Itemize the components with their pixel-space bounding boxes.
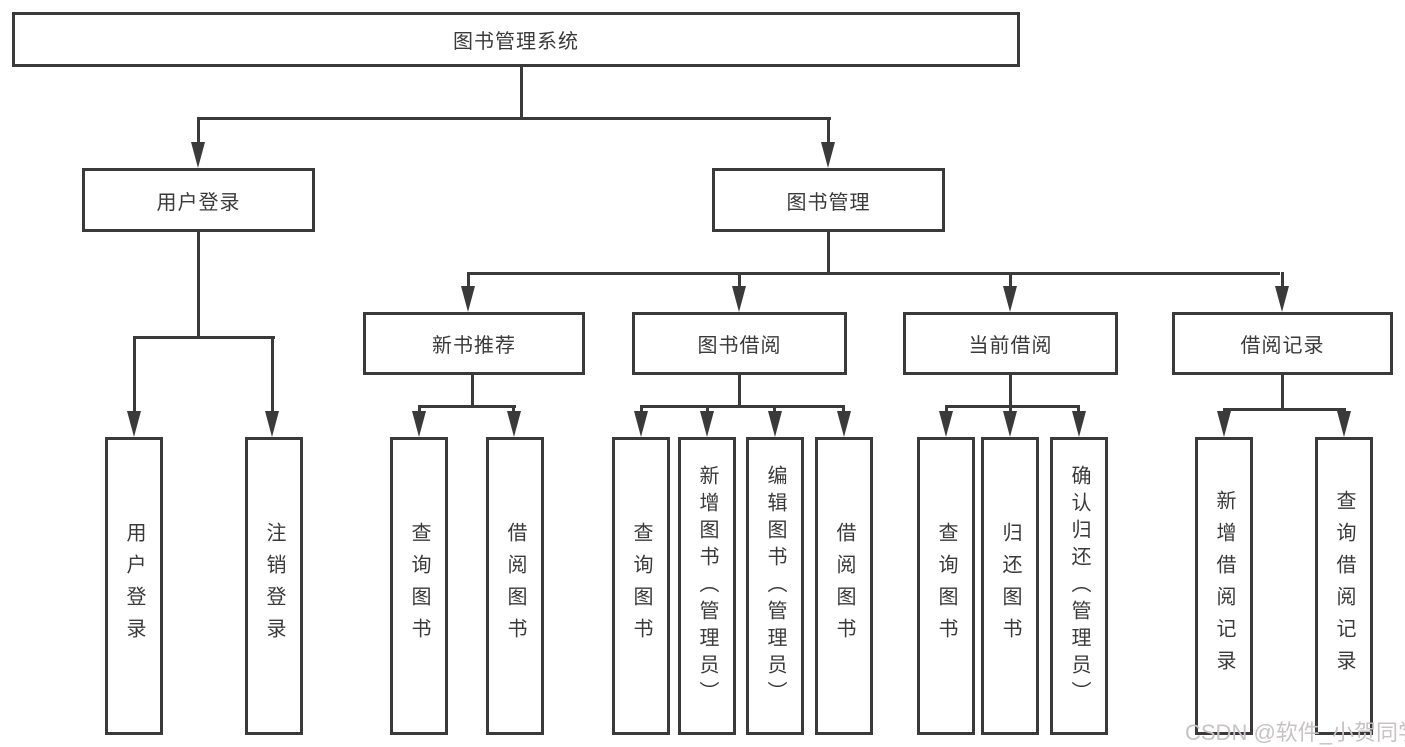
arrow-down-icon xyxy=(461,286,475,312)
node-leaf-logout-label: 注销登录 xyxy=(263,522,285,650)
node-leaf-query-books-current-label: 查询图书 xyxy=(935,522,957,650)
connector-line xyxy=(197,232,200,336)
arrow-down-icon xyxy=(732,286,746,312)
connector-line xyxy=(520,67,523,118)
node-leaf-add-books-admin-label: 新增图书（管理员） xyxy=(696,464,718,708)
node-user-login-label: 用户登录 xyxy=(156,191,241,214)
node-book-borrowing: 图书借阅 xyxy=(632,312,847,375)
connector-line xyxy=(1281,375,1284,408)
arrow-down-icon xyxy=(634,411,648,437)
connector-line xyxy=(467,272,1280,275)
arrow-down-icon xyxy=(191,142,205,168)
arrow-down-icon xyxy=(1337,411,1351,437)
arrow-down-icon xyxy=(1072,411,1086,437)
node-user-login: 用户登录 xyxy=(82,168,315,232)
node-leaf-user-login-label: 用户登录 xyxy=(123,522,145,650)
connector-line xyxy=(738,272,741,288)
connector-line xyxy=(133,336,275,339)
connector-line xyxy=(1223,408,1345,411)
node-root-label: 图书管理系统 xyxy=(453,31,579,53)
node-book-management: 图书管理 xyxy=(712,168,945,232)
node-leaf-logout: 注销登录 xyxy=(245,437,303,735)
connector-line xyxy=(1077,405,1080,413)
connector-line xyxy=(467,272,470,288)
node-leaf-return-books-label: 归还图书 xyxy=(999,522,1021,650)
connector-line xyxy=(1009,405,1012,413)
arrow-down-icon xyxy=(127,411,141,437)
node-leaf-query-books-borrowing-label: 查询图书 xyxy=(630,522,652,650)
connector-line xyxy=(197,117,831,120)
node-leaf-edit-books-admin-label: 编辑图书（管理员） xyxy=(764,464,786,708)
arrow-down-icon xyxy=(412,411,426,437)
arrow-down-icon xyxy=(837,411,851,437)
node-leaf-query-books-recommend-label: 查询图书 xyxy=(408,522,430,650)
node-leaf-confirm-return-admin-label: 确认归还（管理员） xyxy=(1068,464,1090,708)
node-leaf-return-books: 归还图书 xyxy=(981,437,1039,735)
arrow-down-icon xyxy=(939,411,953,437)
connector-line xyxy=(640,405,845,408)
node-new-book-recommend: 新书推荐 xyxy=(363,312,585,375)
connector-line xyxy=(1281,272,1284,288)
connector-line xyxy=(512,405,515,413)
arrow-down-icon xyxy=(700,411,714,437)
node-leaf-edit-books-admin: 编辑图书（管理员） xyxy=(746,437,804,735)
connector-line xyxy=(827,232,830,272)
connector-line xyxy=(197,117,200,145)
node-current-borrowing-label: 当前借阅 xyxy=(968,335,1053,357)
node-leaf-add-books-admin: 新增图书（管理员） xyxy=(678,437,736,735)
node-leaf-borrow-books-recommend-label: 借阅图书 xyxy=(504,522,526,650)
node-current-borrowing: 当前借阅 xyxy=(903,312,1118,375)
node-leaf-user-login: 用户登录 xyxy=(105,437,163,735)
arrow-down-icon xyxy=(768,411,782,437)
node-borrowing-records: 借阅记录 xyxy=(1172,312,1393,375)
connector-line xyxy=(471,375,474,405)
connector-line xyxy=(271,336,274,413)
node-leaf-add-borrow-record-label: 新增借阅记录 xyxy=(1213,490,1235,682)
node-leaf-borrow-books-label: 借阅图书 xyxy=(833,522,855,650)
connector-line xyxy=(738,375,741,405)
node-leaf-query-books-current: 查询图书 xyxy=(917,437,975,735)
connector-line xyxy=(1009,272,1012,288)
node-leaf-borrow-books-recommend: 借阅图书 xyxy=(486,437,544,735)
connector-line xyxy=(842,405,845,413)
watermark-text: CSDN @软件_小贺同学 xyxy=(1185,720,1405,745)
connector-line xyxy=(1009,375,1012,405)
node-leaf-query-borrow-record-label: 查询借阅记录 xyxy=(1333,490,1355,682)
arrow-down-icon xyxy=(1003,286,1017,312)
connector-line xyxy=(945,405,1080,408)
node-leaf-confirm-return-admin: 确认归还（管理员） xyxy=(1050,437,1108,735)
arrow-down-icon xyxy=(507,411,521,437)
node-root: 图书管理系统 xyxy=(12,12,1020,67)
connector-line xyxy=(640,405,643,413)
connector-line xyxy=(773,405,776,413)
arrow-down-icon xyxy=(1003,411,1017,437)
node-leaf-query-books-borrowing: 查询图书 xyxy=(612,437,670,735)
connector-line xyxy=(418,405,421,413)
connector-line xyxy=(706,405,709,413)
node-borrowing-records-label: 借阅记录 xyxy=(1240,335,1325,357)
arrow-down-icon xyxy=(1275,286,1289,312)
node-leaf-query-borrow-record: 查询借阅记录 xyxy=(1315,437,1373,735)
connector-line xyxy=(133,336,136,413)
arrow-down-icon xyxy=(1217,411,1231,437)
node-book-management-label: 图书管理 xyxy=(786,191,871,214)
connector-line xyxy=(418,405,516,408)
arrow-down-icon xyxy=(265,411,279,437)
node-book-borrowing-label: 图书借阅 xyxy=(697,335,782,357)
connector-line xyxy=(827,117,830,145)
node-leaf-query-books-recommend: 查询图书 xyxy=(390,437,448,735)
arrow-down-icon xyxy=(821,142,835,168)
node-leaf-add-borrow-record: 新增借阅记录 xyxy=(1195,437,1253,735)
connector-line xyxy=(945,405,948,413)
node-new-book-recommend-label: 新书推荐 xyxy=(432,335,516,357)
node-leaf-borrow-books: 借阅图书 xyxy=(815,437,873,735)
